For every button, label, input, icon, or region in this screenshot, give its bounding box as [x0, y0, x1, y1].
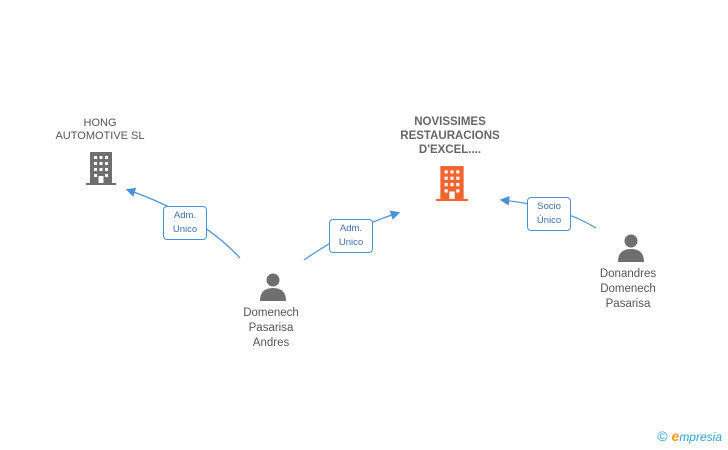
- relation-badge-donandres: Socio Único: [527, 197, 571, 231]
- empresia-logo: © empresia: [657, 428, 722, 444]
- person-label-donandres[interactable]: Donandres Domenech Pasarisa: [599, 268, 657, 310]
- company-label-hong[interactable]: HONG AUTOMOTIVE SL: [55, 117, 145, 142]
- building-icon[interactable]: [436, 165, 468, 201]
- company-label-novissimes[interactable]: NOVISSIMES RESTAURACIONS D'EXCEL....: [400, 116, 500, 156]
- relation-badge-novissimes: Adm. Unico: [329, 219, 373, 253]
- brand-initial: e: [671, 428, 680, 444]
- person-icon[interactable]: [258, 271, 288, 301]
- person-label-domenech[interactable]: Domenech Pasarisa Andres: [243, 307, 299, 349]
- building-icon[interactable]: [86, 151, 116, 185]
- relation-badge-hong: Adm. Unico: [163, 206, 207, 240]
- person-icon[interactable]: [616, 232, 646, 262]
- copyright-symbol: ©: [657, 428, 668, 444]
- brand-name: mpresia: [679, 430, 722, 444]
